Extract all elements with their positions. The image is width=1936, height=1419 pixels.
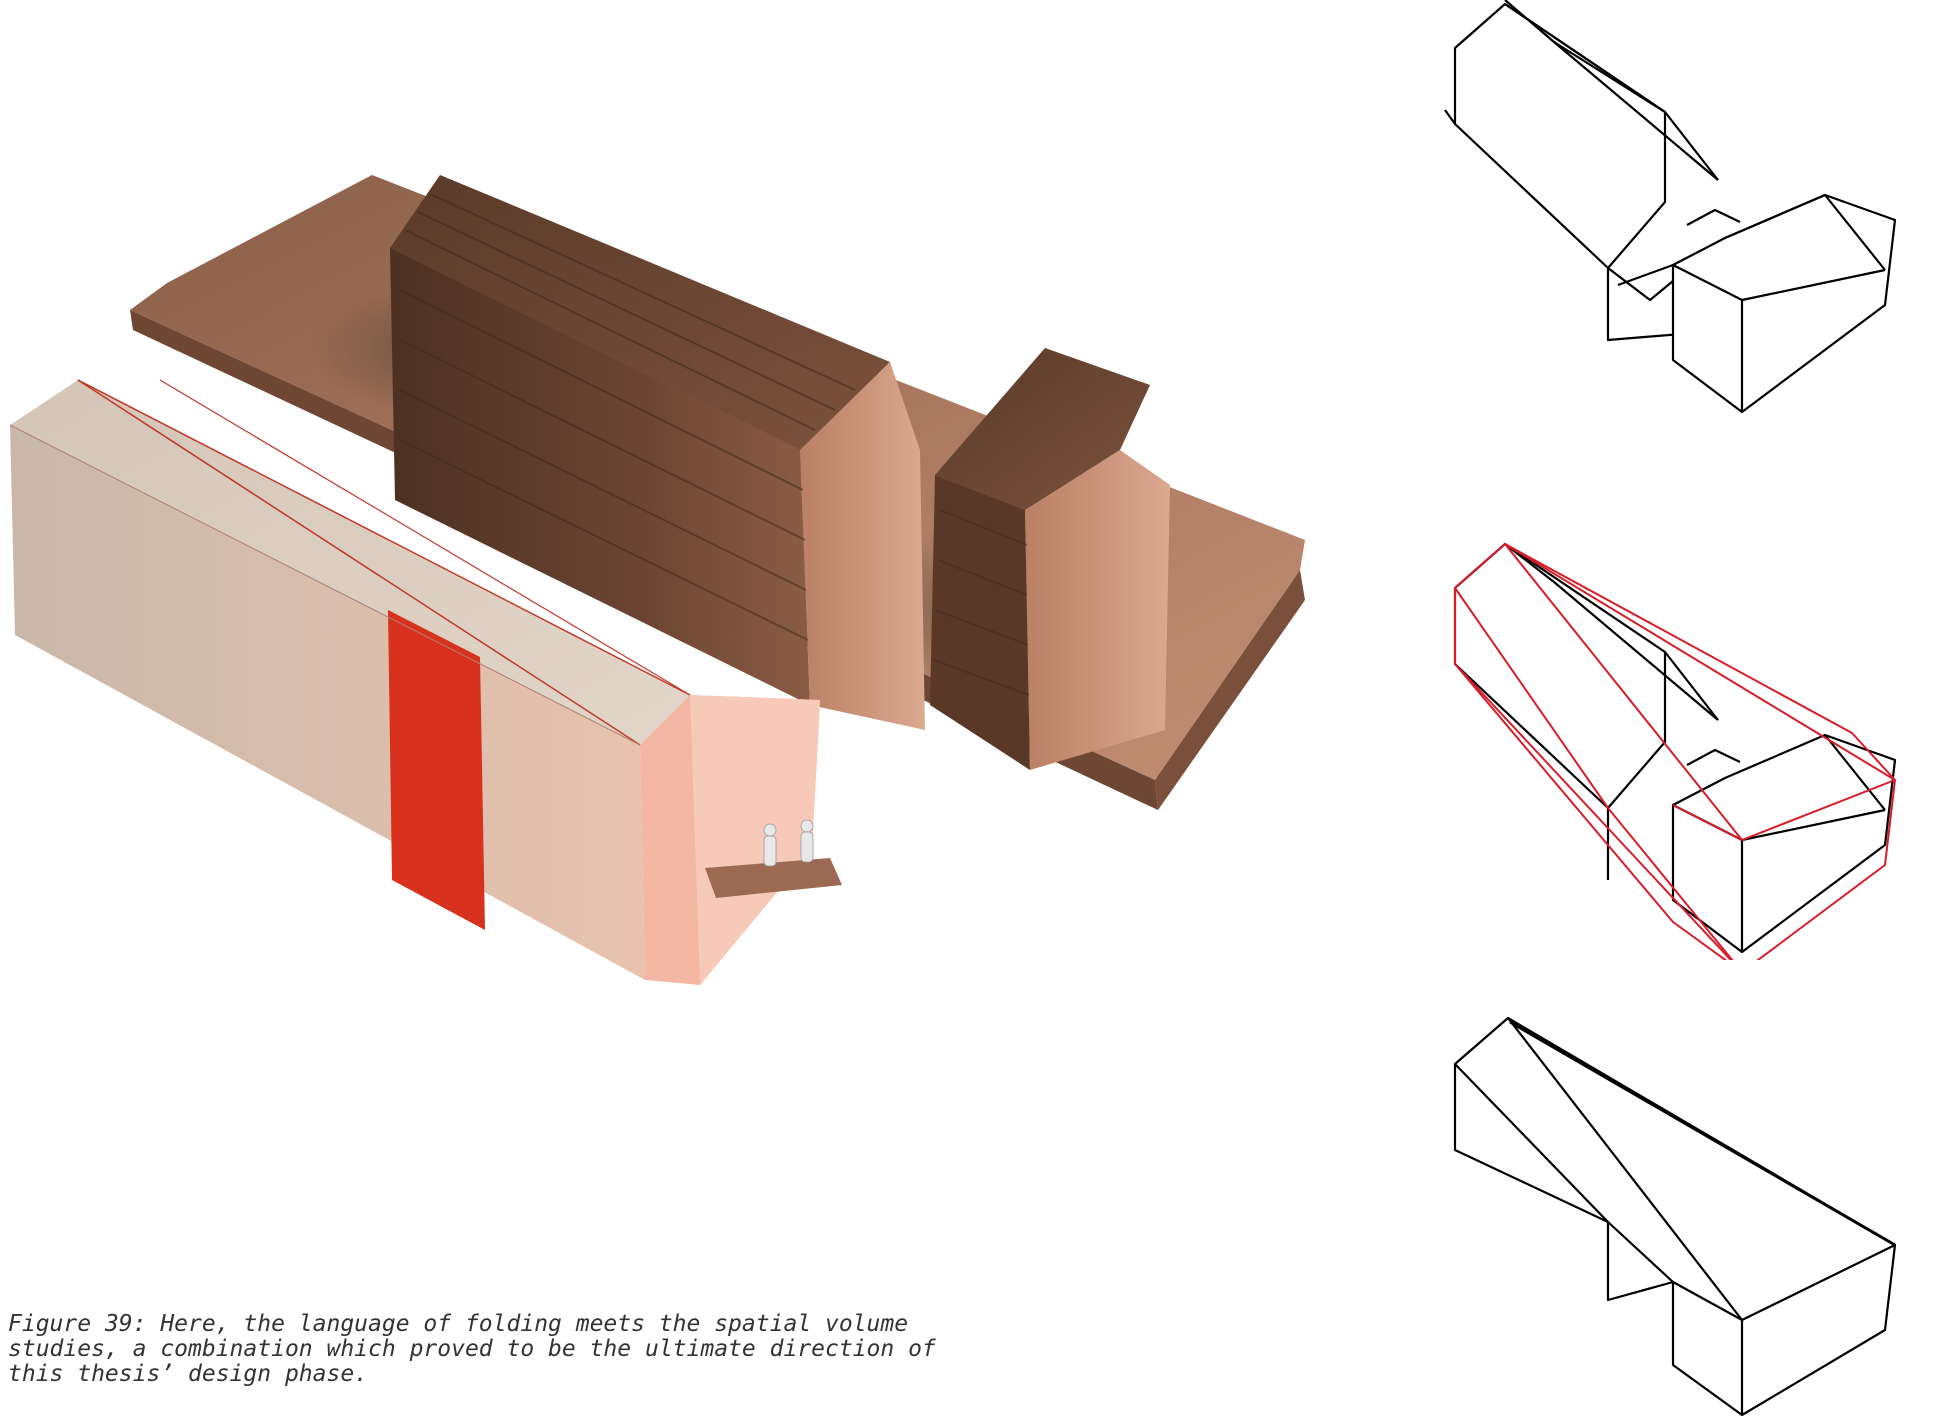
model-photo xyxy=(9,175,1305,985)
diagram-massing-outline xyxy=(1444,0,1897,414)
wood-model xyxy=(130,175,1305,810)
paper-model xyxy=(9,379,842,985)
diagram-folded-volume xyxy=(1453,1016,1897,1417)
figure-caption: Figure 39: Here, the language of folding… xyxy=(8,1311,936,1387)
diagram-fold-lines xyxy=(1453,542,1897,960)
